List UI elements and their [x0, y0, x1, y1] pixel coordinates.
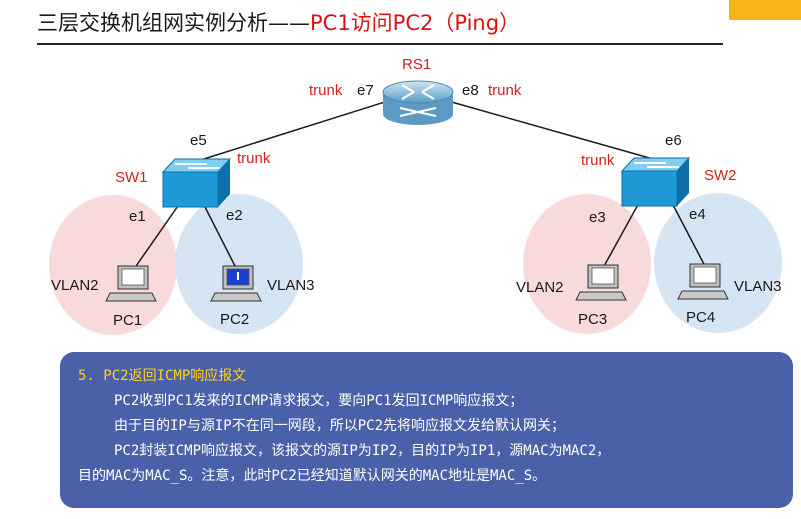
router-left-trunk-label: trunk [309, 82, 343, 99]
explanation-panel: 5. PC2返回ICMP响应报文 PC2收到PC1发来的ICMP请求报文，要向P… [60, 352, 793, 508]
link-sw2-pc3 [602, 200, 641, 269]
pc3-name-label: PC3 [578, 311, 607, 328]
switch-icon-sw2 [620, 157, 691, 207]
sw1-port-e1-label: e1 [129, 208, 146, 225]
explanation-line-3: PC2封装ICMP响应报文，该报文的源IP为IP2，目的IP为IP1，源MAC为… [114, 443, 611, 459]
router-icon [382, 80, 454, 125]
title-sub: PC1访问PC2（Ping） [310, 11, 521, 35]
network-topology-diagram: RS1 trunk e7 e8 trunk e5 trunk SW1 e1 e2… [49, 56, 782, 335]
title-main: 三层交换机组网实例分析—— [37, 11, 310, 35]
slide-title: 三层交换机组网实例分析——PC1访问PC2（Ping） [37, 8, 520, 38]
vlan3-zone-right [654, 193, 782, 333]
sw2-trunk-label: trunk [581, 152, 615, 169]
link-sw1-pc2 [202, 202, 237, 269]
link-sw1-pc1 [133, 202, 181, 270]
sw2-port-e6-label: e6 [665, 132, 682, 149]
router-right-trunk-label: trunk [488, 82, 522, 99]
pc2-name-label: PC2 [220, 311, 249, 328]
vlan3-zone-left [175, 194, 303, 334]
sw1-trunk-label: trunk [237, 150, 271, 167]
explanation-line-1: PC2收到PC1发来的ICMP请求报文，要向PC1发回ICMP响应报文； [114, 393, 524, 409]
explanation-line-4: 目的MAC为MAC_S。注意，此时PC2已经知道默认网关的MAC地址是MAC_S… [78, 468, 547, 484]
sw1-port-e2-label: e2 [226, 207, 243, 224]
computer-icon-pc1 [105, 265, 157, 302]
explanation-line-2: 由于目的IP与源IP不在同一网段，所以PC2先将响应报文发给默认网关； [114, 418, 565, 434]
router-port-e8-label: e8 [462, 82, 479, 99]
sw2-port-e4-label: e4 [689, 206, 706, 223]
sw2-port-e3-label: e3 [589, 209, 606, 226]
sw1-name-label: SW1 [115, 169, 148, 186]
router-port-e7-label: e7 [357, 82, 374, 99]
pc3-vlan-label: VLAN2 [516, 279, 564, 296]
pc4-name-label: PC4 [686, 309, 715, 326]
sw1-port-e5-label: e5 [190, 132, 207, 149]
pc1-vlan-label: VLAN2 [51, 277, 99, 294]
step-heading: 5. PC2返回ICMP响应报文 [78, 368, 247, 384]
computer-icon-pc4 [677, 263, 729, 300]
title-underline [37, 43, 723, 45]
link-rs1-sw2 [447, 100, 661, 162]
router-name-label: RS1 [402, 56, 431, 73]
pc1-name-label: PC1 [113, 312, 142, 329]
computer-icon-pc2 [210, 265, 262, 302]
link-rs1-sw1 [190, 100, 389, 164]
sw2-name-label: SW2 [704, 167, 737, 184]
computer-icon-pc3 [575, 264, 627, 301]
switch-icon-sw1 [161, 158, 232, 208]
pc2-vlan-label: VLAN3 [267, 277, 315, 294]
pc4-vlan-label: VLAN3 [734, 278, 782, 295]
link-sw2-pc4 [670, 200, 707, 269]
corner-accent-tab [729, 0, 801, 20]
